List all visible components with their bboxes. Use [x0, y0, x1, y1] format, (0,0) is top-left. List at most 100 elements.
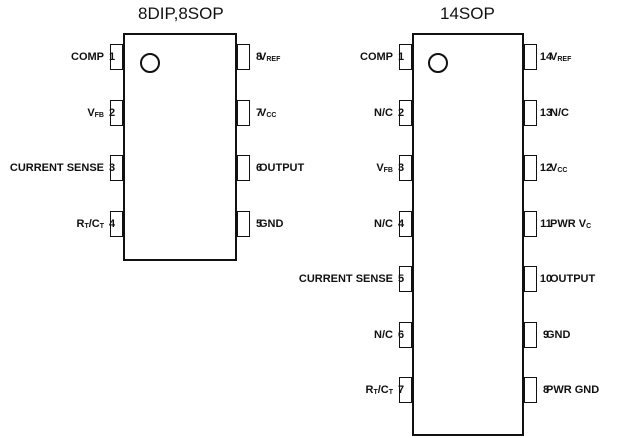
pin-name: COMP: [360, 51, 393, 63]
pin-label: VCC: [259, 106, 276, 123]
pin-name: R: [76, 217, 85, 230]
pin-1: [110, 44, 123, 70]
pin1-notch-icon: [140, 53, 160, 73]
pin-number: 3: [108, 162, 116, 174]
pin-1: [399, 44, 412, 70]
pin-number: 1: [397, 51, 405, 63]
pin-12: [524, 155, 537, 181]
pin-name-subscript: REF: [557, 56, 572, 63]
pin-name: COMP: [71, 51, 104, 63]
pin-10: [524, 266, 537, 292]
pin-number: 10: [539, 273, 553, 285]
pin-2: [110, 99, 123, 126]
pin-name: PWR V: [550, 217, 587, 230]
pin-name-subscript: T: [99, 222, 104, 230]
pin-number: 3: [397, 162, 405, 174]
pin-number: 4: [397, 217, 405, 230]
pin-name: V: [550, 162, 558, 174]
pin-name: R: [365, 384, 374, 396]
pin-name: V: [550, 51, 558, 63]
pin-number: 2: [397, 106, 405, 119]
pin-14: [524, 44, 537, 70]
pin-2: [399, 99, 412, 126]
pin-number: 14: [539, 51, 553, 63]
pin-name: N/C: [374, 217, 393, 230]
pin-number: 5: [397, 273, 405, 285]
pin-13: [524, 99, 537, 126]
pin-name-part: /C: [377, 384, 389, 396]
pin-name: V: [376, 162, 384, 174]
pin-name-subscript: FB: [383, 167, 393, 174]
pin-label: RT/CT: [365, 383, 393, 400]
pin-name: V: [259, 106, 267, 119]
pin-number: 13: [539, 106, 553, 119]
pin-name: N/C: [374, 106, 393, 119]
pin-6: [237, 155, 250, 181]
pin-11: [524, 210, 537, 237]
pin-label: N/C: [374, 217, 393, 231]
pin-label: COMP: [360, 50, 393, 64]
pin-name: V: [87, 106, 95, 119]
pin-label: VFB: [87, 106, 104, 123]
pin-name: N/C: [550, 106, 569, 119]
pin-label: VCC: [550, 161, 567, 178]
pin-3: [110, 155, 123, 181]
pin-label: CURRENT SENSE: [10, 161, 104, 175]
pin-number: 5: [255, 217, 263, 230]
pin-label: PWR VC: [550, 217, 591, 234]
pin-name-subscript: FB: [94, 111, 104, 119]
pin-name-subscript: C: [586, 222, 592, 230]
pin-number: 6: [397, 328, 405, 341]
pin-label: RT/CT: [76, 217, 104, 234]
pin-label: N/C: [550, 106, 569, 120]
pin-name-subscript: T: [373, 389, 378, 396]
pin-label: N/C: [374, 328, 393, 342]
pin-label: OUTPUT: [550, 272, 595, 286]
pin-name-subscript: T: [84, 222, 89, 230]
pin-name: N/C: [374, 328, 393, 341]
package-title: 14SOP: [440, 4, 495, 23]
pin-9: [524, 321, 537, 348]
pin-number: 12: [539, 162, 553, 174]
pin-5: [237, 210, 250, 237]
pin-8: [237, 44, 250, 70]
pin-number: 4: [108, 217, 116, 230]
pin-name-subscript: REF: [266, 56, 281, 63]
pin-label: CURRENT SENSE: [299, 272, 393, 286]
pin-8: [524, 377, 537, 403]
pin-label: PWR GND: [546, 383, 599, 397]
pin-7: [237, 99, 250, 126]
pin-name: CURRENT SENSE: [298, 273, 393, 285]
pin-7: [399, 377, 412, 403]
pin-label: GND: [259, 217, 283, 231]
pin-name: GND: [546, 328, 571, 341]
pin-number: 8: [542, 384, 550, 396]
pin-name: V: [259, 51, 267, 63]
pin-name: OUTPUT: [259, 162, 305, 174]
pin-name-part: /C: [88, 217, 100, 230]
pin-number: 8: [255, 51, 263, 63]
pin-number: 1: [108, 51, 116, 63]
pin-name-subscript: CC: [557, 167, 568, 174]
ic-body: [123, 33, 237, 261]
pin-number: 11: [540, 217, 552, 230]
pin-3: [399, 155, 412, 181]
pin-name: PWR GND: [546, 384, 600, 396]
pin-5: [399, 266, 412, 292]
pin-label: N/C: [374, 106, 393, 120]
pin-label: VFB: [376, 161, 393, 178]
pin-number: 6: [255, 162, 263, 174]
pin-number: 9: [542, 328, 550, 341]
pin-name: GND: [259, 217, 284, 230]
pin-label: COMP: [71, 50, 104, 64]
pin-label: VREF: [550, 50, 571, 67]
pin-name: CURRENT SENSE: [9, 162, 104, 174]
pin-4: [110, 210, 123, 237]
pin-6: [399, 321, 412, 348]
pin-number: 2: [108, 106, 116, 119]
pin-label: VREF: [259, 50, 280, 67]
pin-name: OUTPUT: [550, 273, 596, 285]
pin-name-subscript: CC: [266, 111, 277, 119]
pin-4: [399, 210, 412, 237]
pin-label: OUTPUT: [259, 161, 304, 175]
